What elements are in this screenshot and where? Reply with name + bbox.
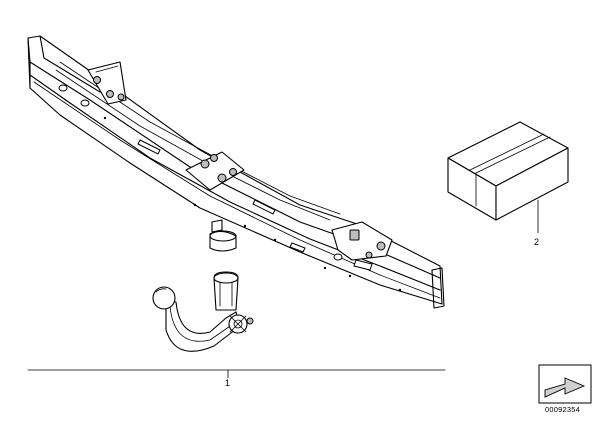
detachable-ball-neck: [152, 271, 254, 352]
callout-label-1: 1: [225, 378, 231, 388]
document-number: 00092354: [545, 405, 580, 414]
callout-label-2: 2: [534, 237, 540, 247]
callout-leaders: [27, 199, 539, 379]
parts-box: [447, 121, 569, 221]
arrow-navigation-icon: [538, 364, 592, 404]
hitch-crossmember: [27, 35, 445, 309]
